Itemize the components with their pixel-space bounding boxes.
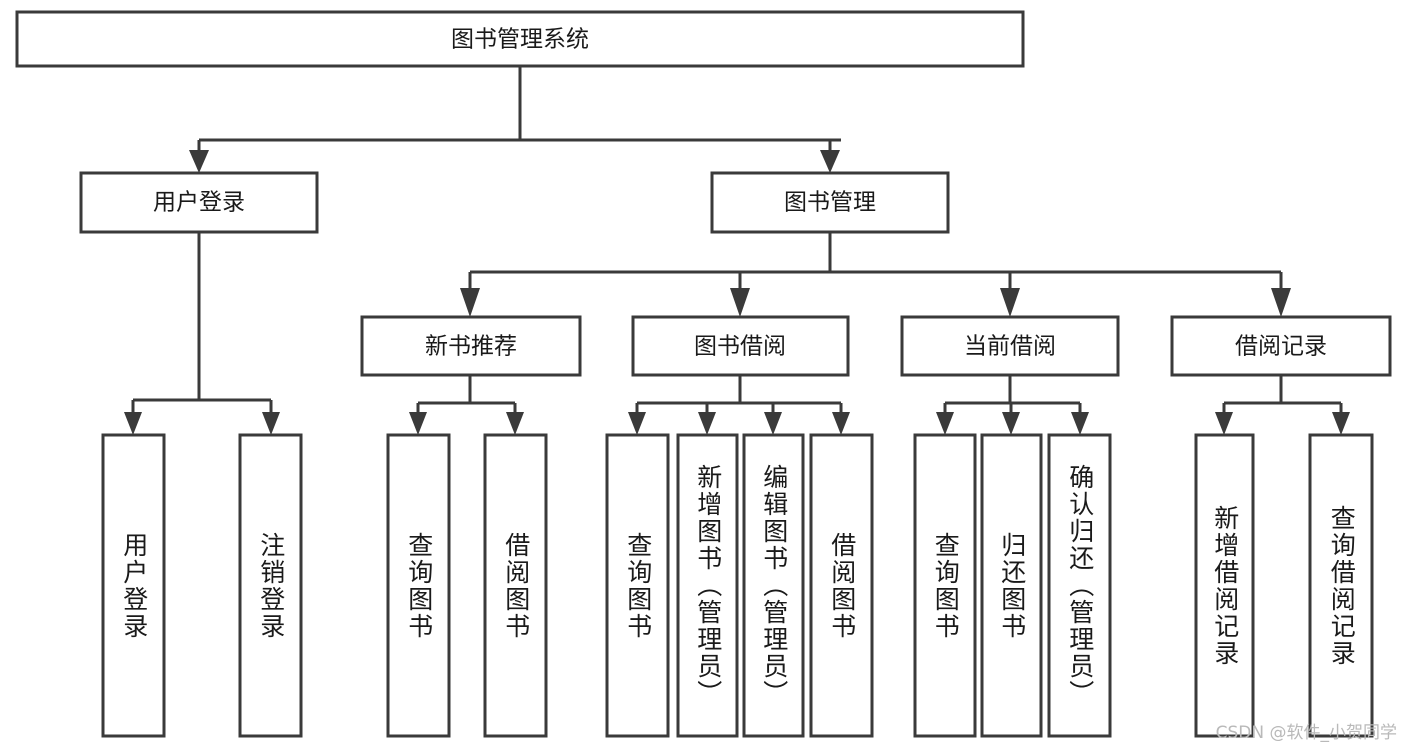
node-root-box[interactable] [15, 10, 1025, 68]
node-current-borrow-label: 当前借阅 [964, 334, 1056, 360]
connector-group-borrow-record [1215, 375, 1350, 435]
arrow-head-leaf-add-book [698, 412, 716, 435]
leaf-edit-book-box[interactable] [742, 433, 805, 738]
arrow-head-book-manage [820, 150, 840, 173]
leaf-query-book-3-box[interactable] [913, 433, 977, 738]
arrow-head-leaf-edit-book [764, 412, 782, 435]
arrow-head-leaf-logout [262, 412, 280, 435]
arrow-head-leaf-user-login [124, 412, 142, 435]
leaf-add-book-box[interactable] [676, 433, 739, 738]
arrow-head-borrow-record [1271, 288, 1291, 317]
node-book-borrow-box[interactable] [631, 315, 850, 377]
leaf-add-record-box[interactable] [1194, 433, 1255, 738]
node-book-borrow-label: 图书借阅 [694, 334, 786, 360]
arrow-head-leaf-borrow-book-2 [832, 412, 850, 435]
arrow-head-leaf-query-book-2 [628, 412, 646, 435]
node-user-login-box[interactable] [79, 171, 319, 234]
connector-group-root [189, 66, 841, 173]
arrow-head-leaf-confirm-return [1071, 412, 1089, 435]
connector-group-book-borrow [628, 375, 850, 435]
node-current-borrow-box[interactable] [900, 315, 1120, 377]
arrow-head-leaf-query-book-3 [936, 412, 954, 435]
arrow-head-current-borrow [1000, 288, 1020, 317]
node-book-manage-label: 图书管理 [784, 190, 876, 216]
node-book-borrow[interactable]: 图书借阅 [631, 315, 850, 377]
arrow-head-leaf-add-record [1215, 412, 1233, 435]
leaf-query-book-1-box[interactable] [386, 433, 451, 738]
arrow-head-leaf-query-record [1332, 412, 1350, 435]
leaf-return-book-box[interactable] [980, 433, 1043, 738]
csdn-watermark: CSDN @软件_小贺同学 [1215, 723, 1397, 743]
node-book-manage[interactable]: 图书管理 [710, 171, 950, 234]
node-borrow-record-box[interactable] [1170, 315, 1392, 377]
arrow-head-leaf-borrow-book-1 [506, 412, 524, 435]
node-root-label: 图书管理系统 [451, 27, 589, 53]
node-root[interactable]: 图书管理系统 [15, 10, 1025, 68]
leaf-query-record-box[interactable] [1308, 433, 1374, 738]
node-user-login-label: 用户登录 [153, 190, 245, 216]
leaf-borrow-book-2-box[interactable] [809, 433, 874, 738]
leaf-borrow-book-1-box[interactable] [483, 433, 548, 738]
node-new-book-recommend-box[interactable] [360, 315, 582, 377]
node-new-book-recommend-label: 新书推荐 [425, 334, 517, 360]
arrow-head-leaf-return-book [1002, 412, 1020, 435]
connector-group-book-manage [460, 232, 1291, 317]
leaf-user-login-box[interactable] [101, 433, 166, 738]
leaf-boxes [101, 433, 1374, 738]
node-book-manage-box[interactable] [710, 171, 950, 234]
node-borrow-record-label: 借阅记录 [1235, 334, 1327, 360]
leaf-logout-box[interactable] [238, 433, 303, 738]
arrow-head-user-login [189, 150, 209, 173]
node-current-borrow[interactable]: 当前借阅 [900, 315, 1120, 377]
arrow-head-leaf-query-book-1 [409, 412, 427, 435]
connector-group-current-borrow [936, 375, 1089, 435]
leaf-confirm-return-box[interactable] [1047, 433, 1112, 738]
node-borrow-record[interactable]: 借阅记录 [1170, 315, 1392, 377]
arrow-head-new-book-recommend [460, 288, 480, 317]
connector-group-user-login [124, 232, 280, 435]
leaf-query-book-2-box[interactable] [605, 433, 670, 738]
connector-group-new-book-recommend [409, 375, 524, 435]
node-new-book-recommend[interactable]: 新书推荐 [360, 315, 582, 377]
node-user-login[interactable]: 用户登录 [79, 171, 319, 234]
arrow-head-book-borrow [730, 288, 750, 317]
